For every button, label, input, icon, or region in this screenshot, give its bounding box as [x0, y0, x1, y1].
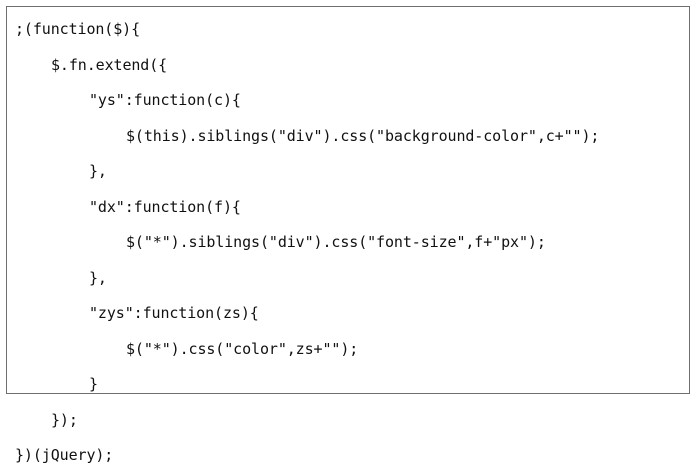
code-line: "ys":function(c){ [7, 83, 689, 119]
code-line-text: ;(function($){ [15, 20, 141, 38]
code-line: }); [7, 403, 689, 439]
code-line: ;(function($){ [7, 12, 689, 48]
code-line-text: }, [89, 162, 107, 180]
code-line: "dx":function(f){ [7, 190, 689, 226]
code-line-text: "zys":function(zs){ [89, 304, 259, 322]
code-line: "zys":function(zs){ [7, 296, 689, 332]
code-line-text: $.fn.extend({ [51, 55, 168, 74]
code-line: } [7, 367, 689, 403]
code-line-text: })(jQuery); [15, 446, 114, 464]
code-line: }, [7, 261, 689, 297]
code-line-text: $("*").siblings("div").css("font-size",f… [126, 233, 546, 251]
code-line: $.fn.extend({ [7, 48, 689, 84]
code-line: $("*").css("color",zs+""); [7, 332, 689, 368]
code-lines: ;(function($){ $.fn.extend({ "ys":functi… [7, 12, 689, 474]
code-line: $(this).siblings("div").css("background-… [7, 119, 689, 155]
code-line-text: $(this).siblings("div").css("background-… [126, 126, 600, 145]
code-line: $("*").siblings("div").css("font-size",f… [7, 225, 689, 261]
code-line-text: } [89, 375, 98, 393]
code-line-text: }); [51, 410, 78, 429]
code-line-text: }, [89, 268, 107, 287]
code-line: }, [7, 154, 689, 190]
code-line-text: "dx":function(f){ [89, 197, 241, 216]
code-block: ;(function($){ $.fn.extend({ "ys":functi… [6, 6, 690, 464]
code-line-text: $("*").css("color",zs+""); [126, 339, 359, 358]
code-line-text: "ys":function(c){ [89, 91, 241, 109]
code-line: })(jQuery); [7, 438, 689, 474]
